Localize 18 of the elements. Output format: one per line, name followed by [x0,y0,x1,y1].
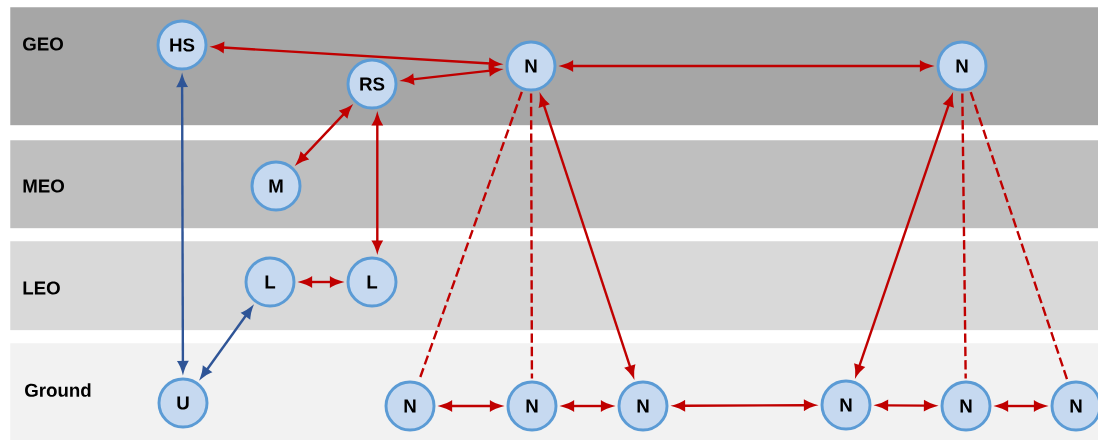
dashed-link [529,93,534,379]
link-arrow [539,95,636,377]
link-arrow [296,106,352,164]
link-arrow [561,61,932,71]
link-arrow [212,42,501,69]
link-arrow [996,401,1046,411]
link-arrow [854,95,954,376]
link-arrow [876,400,936,411]
dashed-link [961,93,967,379]
dashed-link [969,91,1069,381]
link-arrow [300,277,342,287]
link-arrow [562,401,613,411]
link-arrow [402,65,501,85]
link-arrow [177,75,188,373]
link-arrow [200,306,253,379]
link-arrow [673,400,816,411]
link-arrow [372,114,383,252]
link-arrow [440,401,502,411]
